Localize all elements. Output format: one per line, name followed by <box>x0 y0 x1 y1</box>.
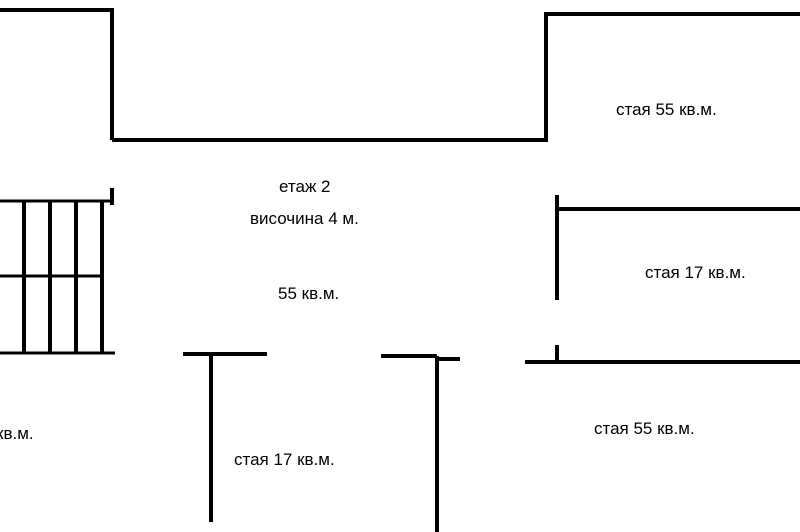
room-label-bottom-right: стая 55 кв.м. <box>594 419 695 438</box>
room-label-top-right: стая 55 кв.м. <box>616 100 717 119</box>
hall-area: 55 кв.м. <box>278 284 340 303</box>
room-label-bottom-center: стая 17 кв.м. <box>234 450 335 469</box>
room-label-middle-right: стая 17 кв.м. <box>645 263 746 282</box>
floor-height: височина 4 м. <box>250 209 359 228</box>
room-label-bottom-left: кв.м. <box>0 424 34 443</box>
floor-title: етаж 2 <box>279 177 331 196</box>
staircase <box>0 188 115 355</box>
